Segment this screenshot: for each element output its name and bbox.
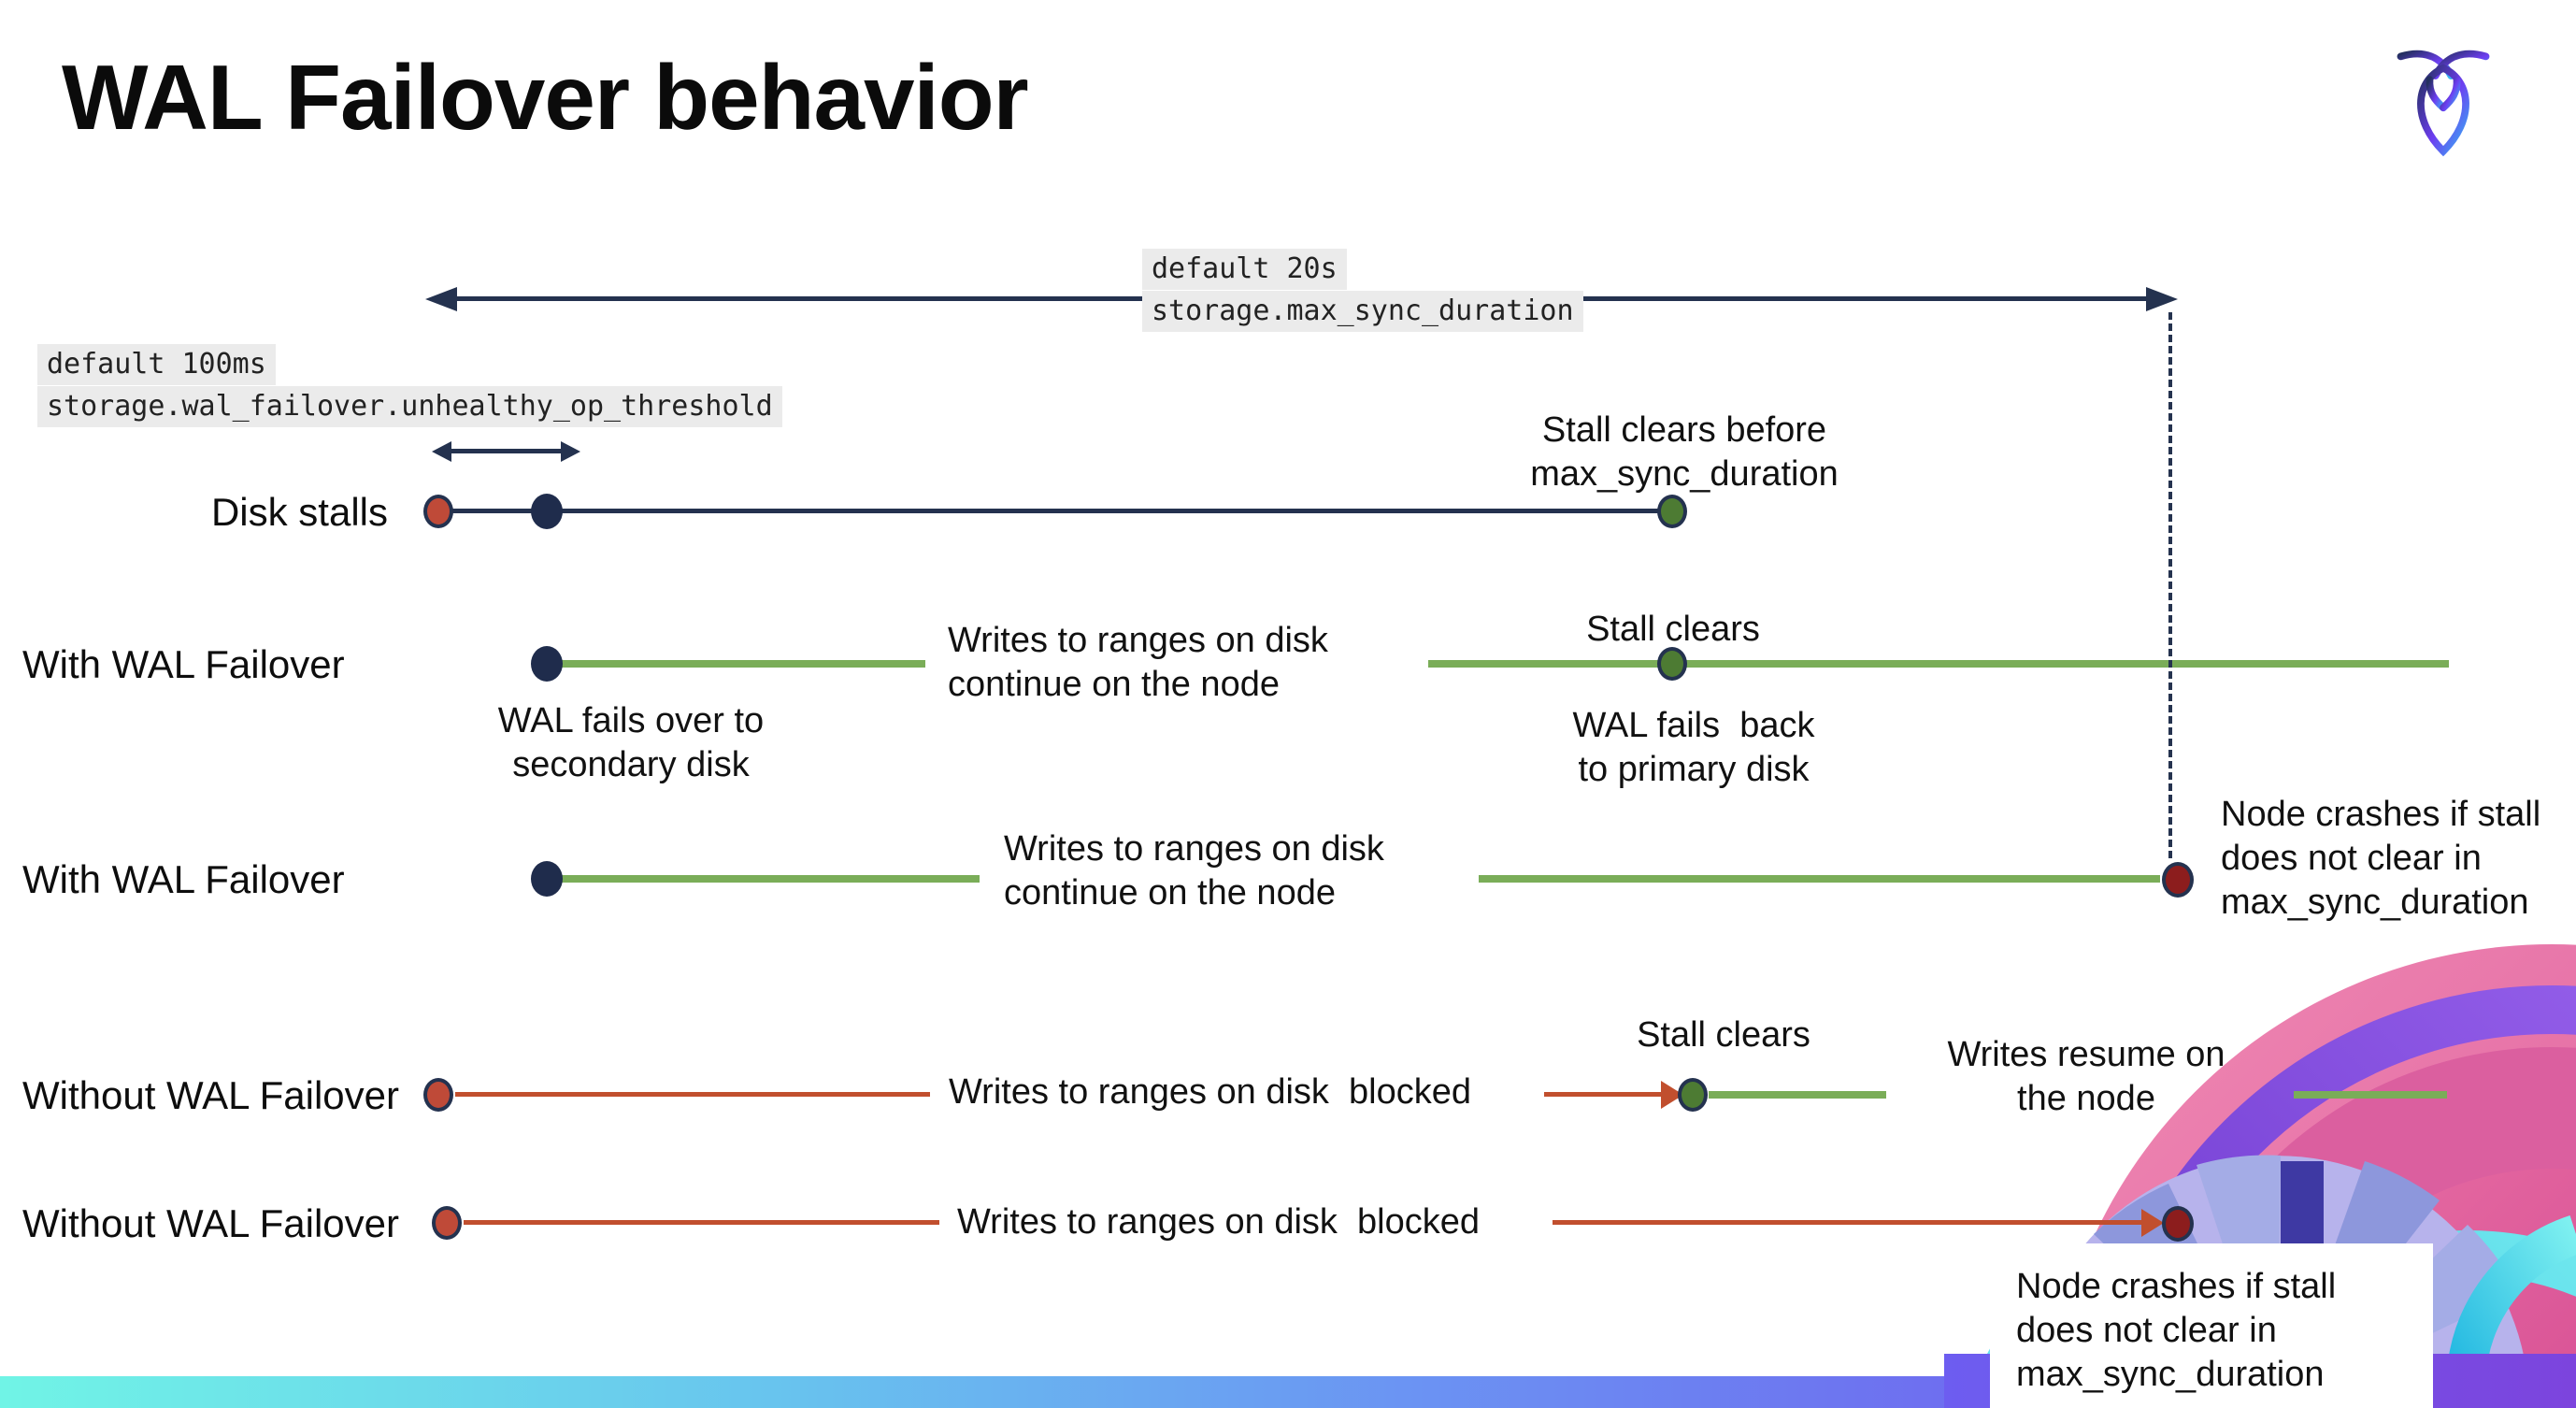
crash-note-box: [1990, 1243, 2433, 1408]
writes-resume-line-row4-a: [1709, 1091, 1886, 1099]
row-label-with-wal-failover-1: With WAL Failover: [22, 642, 345, 686]
page-title: WAL Failover behavior: [62, 46, 1029, 149]
arrowhead-right-icon: [2146, 287, 2178, 311]
writes-blocked-note-row4: Writes to ranges on disk blocked: [949, 1072, 1472, 1112]
crash-note-row5: Node crashes if stall does not clear in ma…: [2016, 1265, 2409, 1397]
disk-stalls-timeline: [438, 509, 1672, 513]
writes-continue-row3-line2: continue on the node: [1004, 873, 1336, 912]
failover-note-line2: secondary disk: [512, 745, 750, 784]
crash-note-row3-line1: Node crashes if stall: [2221, 795, 2541, 834]
crash-note-row3-line3: max_sync_duration: [2221, 883, 2529, 922]
writes-blocked-line-row4-a: [455, 1092, 930, 1097]
crash-note-row5-line1: Node crashes if stall: [2016, 1267, 2337, 1306]
writes-continue-row3-line1: Writes to ranges on disk: [1004, 829, 1384, 869]
failover-note-line1: WAL fails over to: [497, 701, 765, 740]
writes-continue-line1: Writes to ranges on disk: [948, 621, 1328, 660]
stall-clear-dot-row1: [1657, 495, 1687, 528]
stall-clears-before-line2: max_sync_duration: [1530, 454, 1839, 494]
small-arrowhead-left-icon: [432, 441, 451, 462]
crash-dot-row5: [2162, 1206, 2194, 1242]
max-sync-deadline-dashed-line: [2168, 312, 2172, 858]
failback-note-line1: WAL fails back: [1572, 706, 1815, 745]
writes-continue-line2: continue on the node: [948, 665, 1280, 704]
failback-note: WAL fails back to primary disk: [1525, 704, 1862, 792]
writes-blocked-note-row5: Writes to ranges on disk blocked: [957, 1202, 1481, 1242]
stall-clears-note-row4: Stall clears: [1637, 1015, 1810, 1055]
crash-note-row5-line2: does not clear in: [2016, 1311, 2277, 1350]
unhealthy-op-setting-label: storage.wal_failover.unhealthy_op_thresh…: [37, 386, 782, 427]
crash-dot-row3: [2162, 862, 2194, 898]
row-label-without-wal-failover-2: Without WAL Failover: [22, 1201, 399, 1245]
unhealthy-op-default-label: default 100ms: [37, 344, 276, 385]
row-label-with-wal-failover-2: With WAL Failover: [22, 857, 345, 901]
small-arrowhead-right-icon: [561, 441, 580, 462]
stall-clears-before-line1: Stall clears before: [1541, 410, 1827, 450]
failover-dot-row3: [531, 861, 563, 897]
writes-blocked-line-row4-b: [1544, 1092, 1661, 1097]
stall-start-dot-row4: [423, 1078, 453, 1112]
writes-continue-note-row3: Writes to ranges on disk continue on the …: [1004, 827, 1384, 915]
writes-resume-line2: the node: [2017, 1079, 2155, 1118]
writes-resume-note: Writes resume on the node: [1922, 1033, 2251, 1121]
stall-clear-dot-row4: [1678, 1078, 1708, 1112]
writes-blocked-line-row5-b: [1553, 1220, 2141, 1225]
writes-continue-line-row2-b: [1428, 660, 2449, 668]
writes-continue-line-row3-b: [1479, 875, 2160, 883]
row-label-without-wal-failover-1: Without WAL Failover: [22, 1073, 399, 1117]
max-sync-default-label: default 20s: [1142, 249, 1347, 290]
cockroach-icon: [2397, 50, 2490, 157]
crash-note-row3: Node crashes if stall does not clear in ma…: [2221, 793, 2576, 925]
writes-continue-line-row3-a: [561, 875, 980, 883]
failover-dot-row2: [531, 646, 563, 682]
writes-continue-note-row2: Writes to ranges on disk continue on the …: [948, 619, 1328, 707]
failover-note: WAL fails over to secondary disk: [463, 699, 799, 787]
crash-note-row5-line3: max_sync_duration: [2016, 1355, 2325, 1394]
stall-clear-dot-row2: [1657, 647, 1687, 681]
writes-continue-line-row2-a: [561, 660, 925, 668]
red-arrowhead-row5-icon: [2141, 1209, 2164, 1237]
writes-blocked-line-row5-a: [464, 1220, 939, 1225]
stall-start-dot: [423, 495, 453, 528]
unhealthy-op-threshold-arrow: [447, 449, 565, 453]
arrowhead-left-icon: [425, 287, 457, 311]
crash-note-row3-line2: does not clear in: [2221, 839, 2482, 878]
cockroachdb-logo: [2397, 50, 2490, 157]
max-sync-setting-label: storage.max_sync_duration: [1142, 291, 1583, 332]
writes-resume-line1: Writes resume on: [1947, 1035, 2225, 1074]
failback-note-line2: to primary disk: [1578, 750, 1810, 789]
threshold-hit-dot: [531, 494, 563, 529]
art-purple-ribbon: [2090, 985, 2576, 1408]
stall-clears-note-row2: Stall clears: [1586, 610, 1760, 649]
writes-resume-line-row4-b: [2294, 1091, 2447, 1099]
stall-start-dot-row5: [432, 1206, 462, 1240]
row-label-disk-stalls: Disk stalls: [210, 490, 388, 534]
